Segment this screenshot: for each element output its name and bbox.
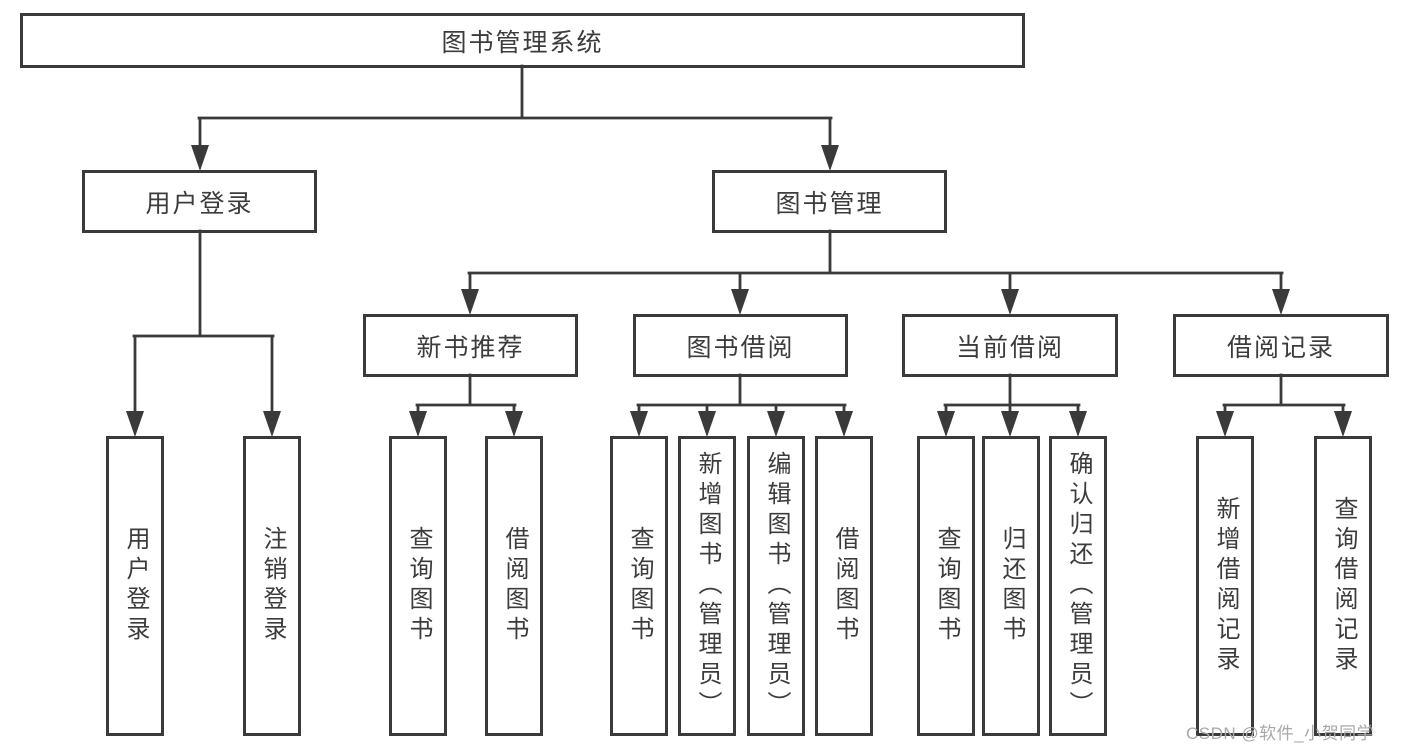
node-leaf-user-login: 用户登录 bbox=[106, 436, 164, 736]
node-leaf-query-books-current-label: 查询图书 bbox=[933, 526, 960, 646]
node-leaf-borrow-books: 借阅图书 bbox=[815, 436, 873, 736]
node-leaf-query-books-borrow: 查询图书 bbox=[610, 436, 668, 736]
node-leaf-confirm-return-admin-label: 确认归还（管理员） bbox=[1065, 451, 1092, 721]
node-leaf-edit-books-admin: 编辑图书（管理员） bbox=[747, 436, 805, 736]
node-book-borrowing: 图书借阅 bbox=[633, 314, 848, 377]
node-current-borrowing-label: 当前借阅 bbox=[955, 333, 1064, 362]
node-leaf-logout-label: 注销登录 bbox=[259, 526, 286, 646]
node-leaf-return-books-label: 归还图书 bbox=[998, 526, 1025, 646]
node-library-management-system-label: 图书管理系统 bbox=[441, 28, 604, 57]
node-user-login: 用户登录 bbox=[82, 170, 317, 233]
connector-current-borrow-to-children bbox=[937, 373, 1087, 437]
node-leaf-add-borrow-record-label: 新增借阅记录 bbox=[1212, 496, 1239, 676]
node-leaf-query-borrow-record-label: 查询借阅记录 bbox=[1330, 496, 1357, 676]
node-leaf-query-borrow-record: 查询借阅记录 bbox=[1314, 436, 1372, 736]
node-leaf-borrow-books-label: 借阅图书 bbox=[831, 526, 858, 646]
node-leaf-add-books-admin: 新增图书（管理员） bbox=[678, 436, 736, 736]
node-leaf-borrow-books-rec: 借阅图书 bbox=[485, 436, 543, 736]
connector-book-management-to-level3 bbox=[461, 229, 1290, 315]
watermark-text: CSDN @软件_小贺同学 bbox=[1186, 724, 1375, 743]
node-leaf-return-books: 归还图书 bbox=[982, 436, 1040, 736]
node-borrowing-records: 借阅记录 bbox=[1173, 314, 1389, 377]
node-leaf-confirm-return-admin: 确认归还（管理员） bbox=[1049, 436, 1107, 736]
node-leaf-add-borrow-record: 新增借阅记录 bbox=[1196, 436, 1254, 736]
node-leaf-edit-books-admin-label: 编辑图书（管理员） bbox=[763, 451, 790, 721]
connector-borrow-records-to-children bbox=[1216, 373, 1352, 437]
node-library-management-system: 图书管理系统 bbox=[20, 13, 1025, 68]
node-book-management-label: 图书管理 bbox=[775, 189, 884, 218]
node-leaf-query-books-borrow-label: 查询图书 bbox=[626, 526, 653, 646]
node-leaf-query-books-rec-label: 查询图书 bbox=[405, 526, 432, 646]
connector-new-book-rec-to-children bbox=[409, 373, 523, 437]
node-user-login-label: 用户登录 bbox=[145, 189, 254, 218]
node-borrowing-records-label: 借阅记录 bbox=[1226, 333, 1335, 362]
node-book-management: 图书管理 bbox=[712, 170, 947, 233]
node-leaf-logout: 注销登录 bbox=[243, 436, 301, 736]
connector-user-login-to-children bbox=[126, 229, 281, 437]
node-leaf-query-books-rec: 查询图书 bbox=[389, 436, 447, 736]
node-leaf-borrow-books-rec-label: 借阅图书 bbox=[501, 526, 528, 646]
node-leaf-query-books-current: 查询图书 bbox=[917, 436, 975, 736]
connector-root-to-level2 bbox=[191, 64, 839, 171]
node-leaf-user-login-label: 用户登录 bbox=[122, 526, 149, 646]
node-current-borrowing: 当前借阅 bbox=[902, 314, 1118, 377]
node-leaf-add-books-admin-label: 新增图书（管理员） bbox=[694, 451, 721, 721]
node-book-borrowing-label: 图书借阅 bbox=[686, 333, 795, 362]
node-new-book-recommendation: 新书推荐 bbox=[363, 314, 578, 377]
connector-book-borrow-to-children bbox=[630, 373, 853, 437]
node-new-book-recommendation-label: 新书推荐 bbox=[416, 333, 525, 362]
